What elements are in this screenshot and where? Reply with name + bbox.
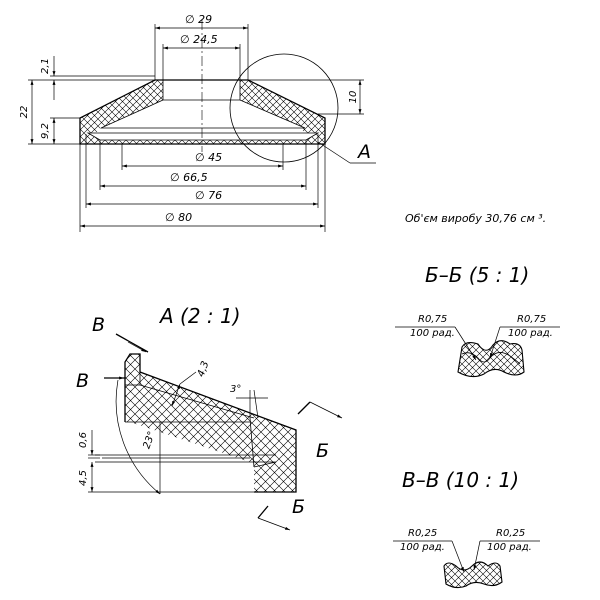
detail-circle xyxy=(229,53,339,163)
section-bb: Б–Б (5 : 1) R0,75 100 рад. R0,75 100 рад… xyxy=(395,263,560,378)
detail-a-fill xyxy=(125,362,296,492)
bb-right-count: 100 рад. xyxy=(508,328,553,339)
vv-left-radius: R0,25 xyxy=(408,528,437,539)
section-vv-title: В–В (10 : 1) xyxy=(402,468,519,492)
dim-h-9-2: 9,2 xyxy=(40,123,51,139)
dim-dia-66-5: ∅ 66,5 xyxy=(170,171,208,184)
dim-4-3: 4,3 xyxy=(196,360,212,379)
detail-a-view: А (2 : 1) В В Б Б 23° xyxy=(76,304,343,531)
dim-dia-76: ∅ 76 xyxy=(195,189,222,202)
dim-3deg: 3° xyxy=(230,384,241,395)
vv-profile xyxy=(443,561,503,589)
section-bb-title: Б–Б (5 : 1) xyxy=(425,263,529,287)
cut-v-lower: В xyxy=(76,370,89,392)
dim-4-5: 4,5 xyxy=(78,470,89,486)
dim-h-10: 10 xyxy=(348,91,359,104)
dim-h-2-1: 2,1 xyxy=(40,58,51,74)
section-vv: В–В (10 : 1) R0,25 100 рад. R0,25 100 ра… xyxy=(393,468,540,589)
dim-dia-24-5: ∅ 24,5 xyxy=(180,33,218,46)
cut-b-upper: Б xyxy=(316,440,329,462)
vv-right-radius: R0,25 xyxy=(496,528,525,539)
cut-b-lower: Б xyxy=(292,496,305,518)
dim-0-6: 0,6 xyxy=(78,432,89,448)
dim-dia-80: ∅ 80 xyxy=(165,211,192,224)
dim-h-22: 22 xyxy=(19,106,30,119)
dim-dia-29: ∅ 29 xyxy=(185,13,212,26)
cut-v-upper: В xyxy=(92,314,105,336)
bb-left-radius: R0,75 xyxy=(418,314,447,325)
dim-23deg: 23° xyxy=(141,430,157,450)
vv-left-count: 100 рад. xyxy=(400,542,445,553)
volume-note: Об'єм виробу 30,76 см ³. xyxy=(405,212,546,225)
detail-a-title: А (2 : 1) xyxy=(158,304,241,328)
bb-profile xyxy=(457,340,525,378)
bb-right-radius: R0,75 xyxy=(517,314,546,325)
detail-callout-a: A xyxy=(356,141,371,163)
detail-a-outline xyxy=(124,353,297,493)
main-view: A ∅ 29 ∅ 24,5 ∅ 45 ∅ 66,5 ∅ 76 ∅ 80 xyxy=(19,13,376,232)
main-section-fill-right xyxy=(240,80,325,144)
dim-dia-45: ∅ 45 xyxy=(195,151,222,164)
vv-right-count: 100 рад. xyxy=(487,542,532,553)
bb-left-count: 100 рад. xyxy=(410,328,455,339)
